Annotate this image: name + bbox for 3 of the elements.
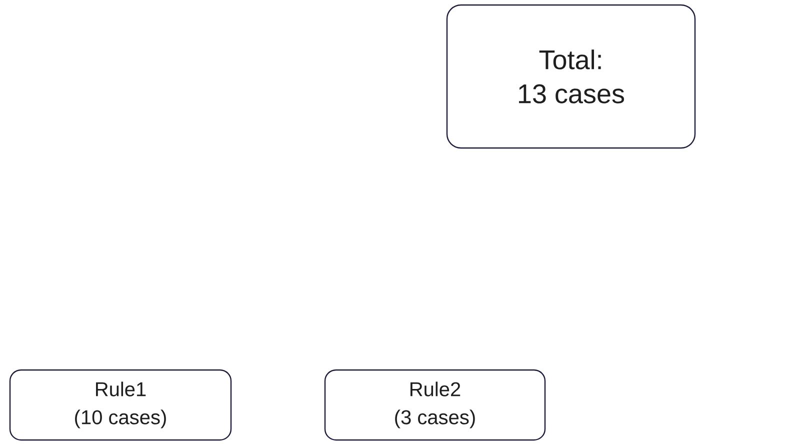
rounded-box: Rule1 (10 cases) (9, 369, 232, 441)
rounded-box: Total: 13 cases (446, 4, 696, 149)
rounded-box: Rule2 (3 cases) (324, 369, 546, 441)
